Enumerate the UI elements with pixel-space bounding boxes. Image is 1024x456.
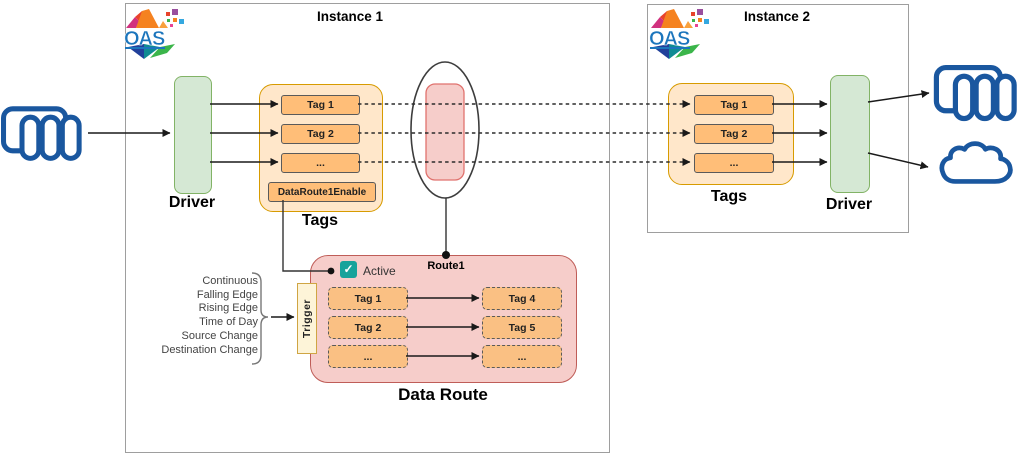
instance2-driver-box bbox=[830, 75, 870, 193]
route-dest-tag: Tag 4 bbox=[482, 287, 562, 310]
active-checkbox: ✓ bbox=[340, 261, 357, 278]
check-icon: ✓ bbox=[343, 262, 354, 276]
tag-label: ... bbox=[363, 350, 373, 363]
instance1-tags-label: Tags bbox=[301, 212, 339, 229]
route-dest-tag: ... bbox=[482, 345, 562, 368]
device-slot bbox=[19, 114, 42, 161]
trigger-type: Source Change bbox=[181, 329, 258, 342]
device-slot bbox=[59, 114, 82, 161]
instance2-frame bbox=[647, 4, 909, 233]
oas-logo: OAS bbox=[649, 9, 709, 59]
tag-label: ... bbox=[729, 157, 739, 169]
enable-tag-label: DataRoute1Enable bbox=[277, 186, 367, 198]
instance2-tags-label: Tags bbox=[710, 188, 748, 205]
logo-text: OAS bbox=[649, 28, 690, 50]
enable-tag-box: DataRoute1Enable bbox=[268, 182, 376, 202]
instance1-title: Instance 1 bbox=[316, 9, 384, 24]
tag-label: Tag 2 bbox=[720, 128, 748, 140]
instance1-driver-box bbox=[174, 76, 212, 194]
trigger-type: Falling Edge bbox=[196, 288, 258, 301]
logo-text: OAS bbox=[124, 28, 165, 50]
tag-label: Tag 1 bbox=[307, 99, 334, 111]
tag-box: ... bbox=[694, 153, 774, 173]
tag-box: Tag 1 bbox=[281, 95, 360, 115]
logo-square bbox=[172, 9, 178, 15]
tag-label: ... bbox=[517, 350, 527, 363]
tag-label: ... bbox=[316, 157, 325, 169]
tag-label: Tag 1 bbox=[720, 99, 748, 111]
logo-facet bbox=[126, 17, 139, 28]
trigger-label: Trigger bbox=[301, 298, 313, 339]
route-source-tag: ... bbox=[328, 345, 408, 368]
active-label: Active bbox=[363, 264, 396, 278]
data-route-label: Data Route bbox=[398, 385, 488, 404]
trigger-type-list: Continuous Falling Edge Rising Edge Time… bbox=[148, 275, 258, 357]
tag-box: Tag 1 bbox=[694, 95, 774, 115]
instance2-driver-label: Driver bbox=[825, 196, 873, 213]
logo-facet bbox=[136, 9, 159, 28]
trigger-box: Trigger bbox=[297, 283, 317, 354]
trigger-type: Time of Day bbox=[199, 316, 258, 329]
plc-device-icon bbox=[933, 65, 1017, 122]
route-source-tag: Tag 1 bbox=[328, 287, 408, 310]
instance1-frame bbox=[125, 3, 610, 453]
tag-label: Tag 1 bbox=[354, 292, 382, 305]
tag-label: Tag 2 bbox=[307, 128, 334, 140]
oas-logo: OAS bbox=[124, 9, 184, 59]
tag-label: Tag 4 bbox=[508, 292, 536, 305]
plc-device-icon bbox=[1, 106, 82, 161]
route-name-label: Route1 bbox=[427, 260, 465, 272]
logo-square bbox=[167, 19, 170, 22]
logo-square bbox=[166, 12, 170, 16]
tag-box: Tag 2 bbox=[694, 124, 774, 144]
tag-box: Tag 2 bbox=[281, 124, 360, 144]
trigger-type: Rising Edge bbox=[198, 302, 258, 315]
tag-label: Tag 2 bbox=[354, 321, 382, 334]
instance2-title: Instance 2 bbox=[743, 9, 811, 24]
tag-label: Tag 5 bbox=[508, 321, 536, 334]
trigger-type: Destination Change bbox=[161, 343, 258, 356]
cloud-icon bbox=[939, 141, 1013, 184]
instance1-driver-label: Driver bbox=[168, 194, 216, 211]
tag-box: ... bbox=[281, 153, 360, 173]
route-dest-tag: Tag 5 bbox=[482, 316, 562, 339]
device-slot bbox=[39, 114, 62, 161]
route-source-tag: Tag 2 bbox=[328, 316, 408, 339]
logo-underline bbox=[125, 47, 165, 49]
logo-square bbox=[173, 18, 177, 22]
logo-facet bbox=[150, 44, 175, 58]
trigger-type: Continuous bbox=[202, 275, 258, 287]
logo-square bbox=[179, 19, 184, 24]
logo-square bbox=[170, 24, 173, 27]
logo-facet bbox=[159, 21, 168, 28]
